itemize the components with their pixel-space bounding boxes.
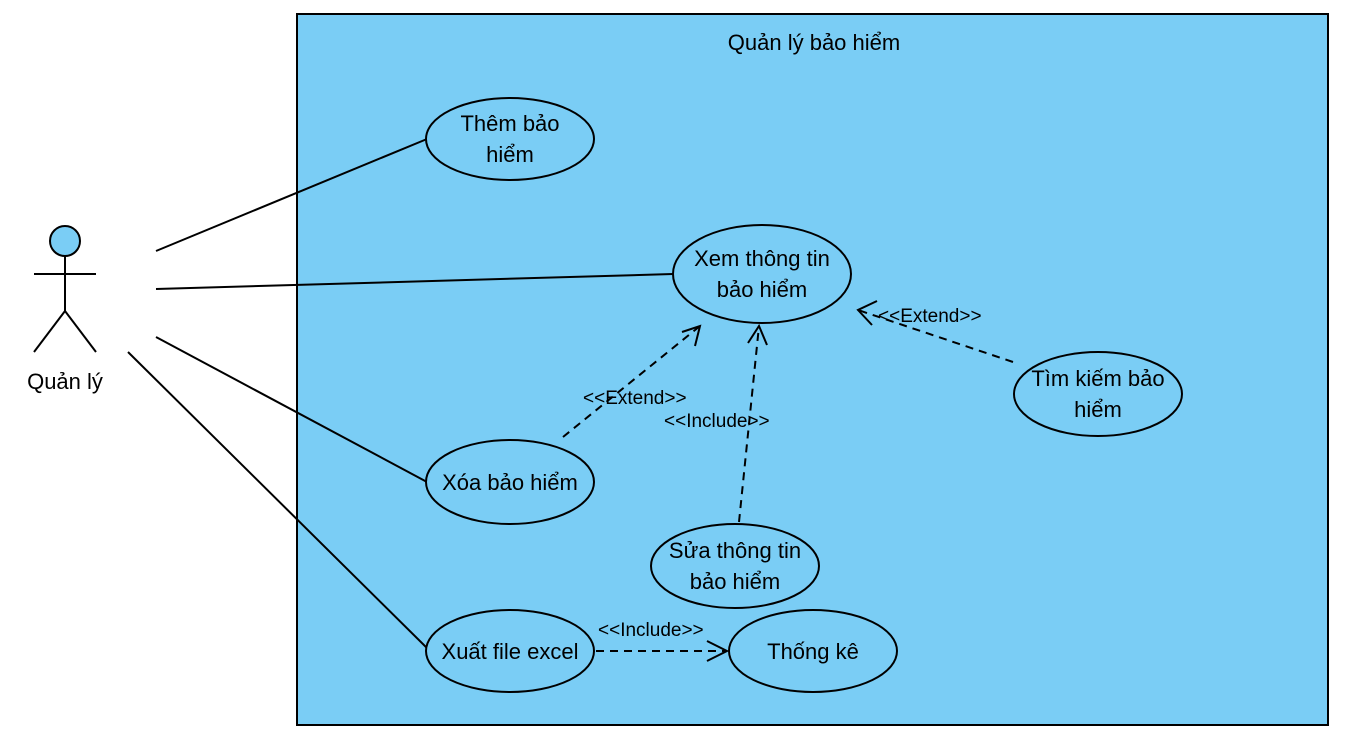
use-case-sua-thong-tin bbox=[650, 523, 820, 609]
relation-xoa-xem-label: <<Extend>> bbox=[583, 388, 687, 409]
use-case-xoa-bao-hiem bbox=[425, 439, 595, 525]
association-xem bbox=[155, 273, 674, 290]
arrowhead-xoa-xem bbox=[681, 324, 702, 347]
association-xoa bbox=[155, 336, 428, 483]
use-case-thong-ke bbox=[728, 609, 898, 693]
arrowhead-xuat-thongke bbox=[706, 640, 730, 662]
use-case-xem-thong-tin bbox=[672, 224, 852, 324]
actor-head bbox=[49, 225, 81, 257]
use-case-sua-label: Sửa thông tin bảo hiểm bbox=[668, 538, 802, 594]
include-sua-xem-line bbox=[738, 325, 760, 523]
arrowhead-sua-xem bbox=[747, 323, 768, 346]
use-case-xuat-file bbox=[425, 609, 595, 693]
use-case-xuat-label: Xuất file excel bbox=[441, 639, 579, 664]
use-case-them-label: Thêm bảo hiểm bbox=[460, 111, 560, 167]
use-case-thongke-label: Thống kê bbox=[767, 639, 859, 664]
use-case-xoa-label: Xóa bảo hiểm bbox=[442, 470, 578, 495]
extend-xoa-xem-line bbox=[562, 325, 701, 438]
actor-label: Quản lý bbox=[27, 369, 103, 394]
relation-timkiem-xem-label: <<Extend>> bbox=[878, 306, 982, 327]
use-case-tim-kiem bbox=[1013, 351, 1183, 437]
arrowhead-timkiem-xem bbox=[856, 300, 878, 326]
use-case-timkiem-label: Tìm kiếm bảo hiểm bbox=[1031, 366, 1165, 422]
association-them bbox=[155, 138, 428, 252]
relation-sua-xem-label: <<Include>> bbox=[664, 411, 770, 432]
relation-xuat-thongke-label: <<Include>> bbox=[598, 620, 704, 641]
actor-figure bbox=[33, 225, 97, 353]
association-xuat bbox=[127, 351, 431, 652]
use-case-them-bao-hiem bbox=[425, 97, 595, 181]
system-title: Quản lý bảo hiểm bbox=[727, 30, 901, 55]
use-case-xem-label: Xem thông tin bảo hiểm bbox=[694, 246, 830, 302]
